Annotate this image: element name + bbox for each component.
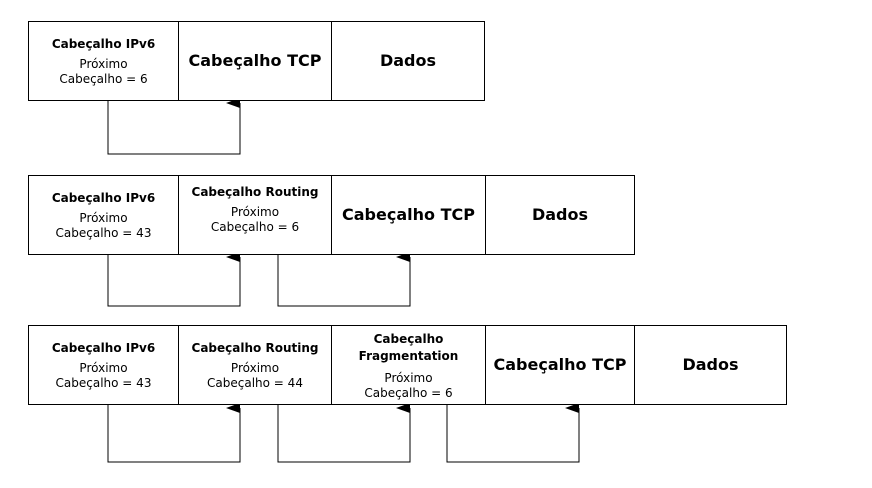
next-header-value: Cabeçalho = 44	[207, 375, 303, 390]
tcp-header-box: Cabeçalho TCP	[485, 325, 635, 405]
next-header-label: Próximo	[230, 360, 280, 375]
next-header-label: Próximo	[384, 371, 433, 385]
next-header-arrow	[446, 403, 580, 463]
next-header-arrow	[277, 403, 411, 463]
next-header-value: Cabeçalho = 43	[55, 375, 152, 390]
routing-header-box: Cabeçalho Routing Próximo Cabeçalho = 44	[178, 325, 332, 405]
segment-title: Cabeçalho TCP	[188, 51, 322, 70]
next-header-arrow	[107, 252, 241, 307]
segment-title: Cabeçalho Routing	[191, 185, 319, 199]
segment-title: Dados	[682, 355, 739, 374]
segment-title: Cabeçalho TCP	[493, 355, 627, 374]
tcp-header-box: Cabeçalho TCP	[331, 175, 486, 255]
next-header-arrow	[277, 252, 411, 307]
next-header-value: Cabeçalho = 6	[210, 220, 300, 234]
ipv6-header-box: Cabeçalho IPv6 Próximo Cabeçalho = 43	[28, 325, 179, 405]
segment-title: Cabeçalho IPv6	[51, 340, 156, 355]
data-box: Dados	[634, 325, 787, 405]
next-header-value: Cabeçalho = 43	[55, 225, 152, 240]
next-header-label: Próximo	[79, 210, 128, 225]
segment-title: Dados	[531, 205, 589, 224]
ipv6-header-box: Cabeçalho IPv6 Próximo Cabeçalho = 6	[28, 21, 179, 101]
next-header-value: Cabeçalho = 6	[59, 71, 148, 86]
data-box: Dados	[331, 21, 485, 101]
next-header-arrow	[107, 403, 241, 463]
segment-title: Cabeçalho IPv6	[51, 190, 156, 205]
tcp-header-box: Cabeçalho TCP	[178, 21, 332, 101]
segment-title: Cabeçalho Routing	[191, 340, 319, 355]
segment-title: Cabeçalho TCP	[342, 205, 475, 224]
routing-header-box: Cabeçalho Routing Próximo Cabeçalho = 6	[178, 175, 332, 255]
next-header-label: Próximo	[79, 56, 128, 71]
data-box: Dados	[485, 175, 635, 255]
ipv6-header-box: Cabeçalho IPv6 Próximo Cabeçalho = 43	[28, 175, 179, 255]
fragmentation-header-box: Cabeçalho Fragmentation Próximo Cabeçalh…	[331, 325, 486, 405]
next-header-label: Próximo	[79, 360, 128, 375]
next-header-arrow	[107, 98, 241, 155]
segment-title: Dados	[379, 51, 437, 70]
segment-title: Cabeçalho	[373, 332, 444, 346]
segment-title-line2: Fragmentation	[358, 349, 459, 363]
segment-title: Cabeçalho IPv6	[51, 36, 156, 51]
next-header-label: Próximo	[230, 205, 280, 219]
next-header-value: Cabeçalho = 6	[364, 386, 453, 400]
